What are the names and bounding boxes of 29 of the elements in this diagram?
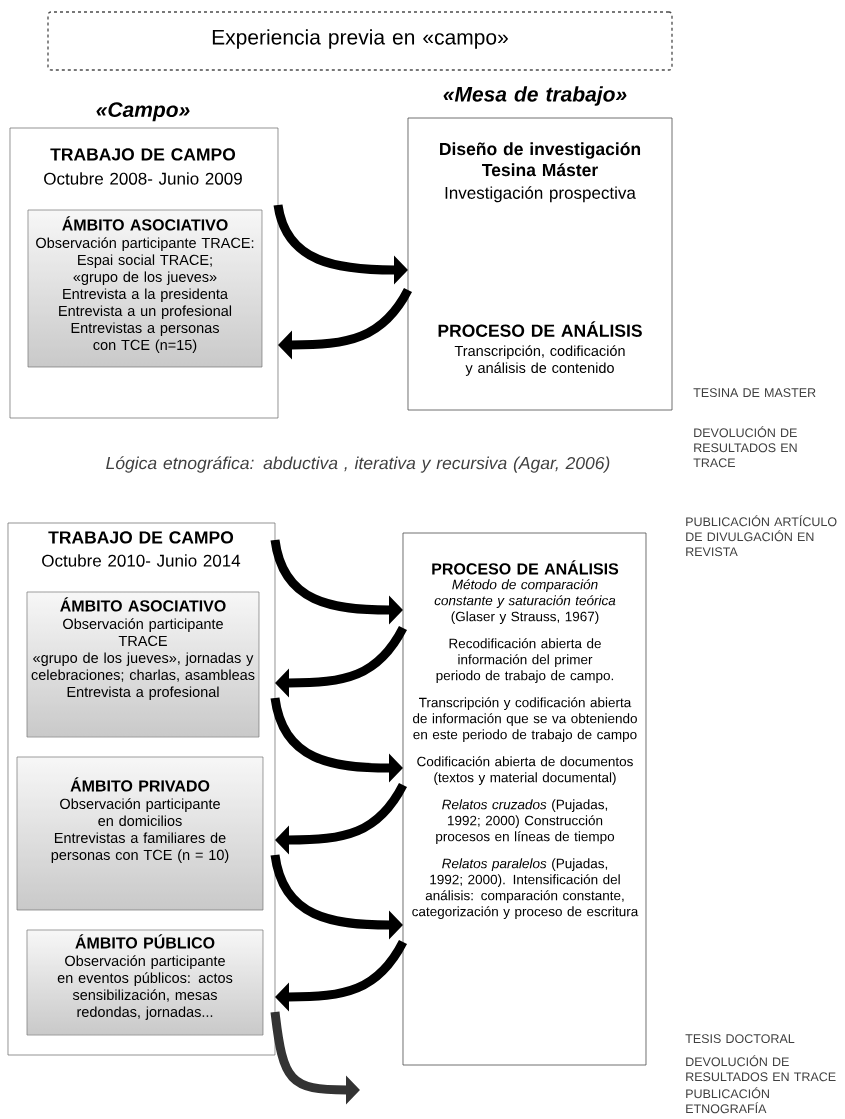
curved-arrow [278,287,412,360]
category-box: ÁMBITO ASOCIATIVO Observación participante TRACE: Espai social TRACE; «grupo de los jueves» Entrevista a la presidenta Entrevista a un profesional Entrevistas a personas con TCE (n=15) [27,209,263,368]
side-note: PUBLICACIÓN ARTÍCULO DE DIVULGACIÓN EN REVISTA [686,515,837,557]
date-text: Octubre 2010- Junio 2014 [42,554,241,567]
side-note: TESINA DE MASTER [693,388,816,398]
category-box: ÁMBITO ASOCIATIVO Observación participante TRACE «grupo de los jueves», jornadas y celebraciones; charlas, asambleas Entrevista a profesional [26,591,260,738]
node-label: Transcripción, codificación y análisis de contenido [454,345,625,376]
category-box: ÁMBITO PRIVADO Observación participante en domicilios Entrevistas a familiares de personas con TCE (n = 10) [16,756,264,911]
side-note: DEVOLUCIÓN DE RESULTADOS EN TRACE [686,1055,836,1082]
node-label: Tesina Máster [482,163,598,177]
text-box: Diseño de investigación Tesina Máster Investigación prospectiva PROCESO DE ANÁLISIS Transcripción, codificación y análisis de contenido [407,117,673,411]
node-label: Investigación prospectiva [445,186,636,203]
heading: TRABAJO DE CAMPO [48,531,234,544]
node-label: Diseño de investigación [440,142,641,159]
curved-arrow [275,625,407,698]
category-box: ÁMBITO PÚBLICO Observación participante en eventos públicos: actos sensibilización, mesas redondas, jornadas... [26,929,264,1036]
side-note: TESIS DOCTORAL [685,1034,795,1044]
date-text: Octubre 2008- Junio 2009 [44,172,242,185]
node-label: PROCESO DE ANÁLISIS [438,321,642,337]
heading: TRABAJO DE CAMPO [50,148,236,161]
curved-arrow [275,939,407,1012]
column-heading: «Mesa de trabajo» [443,86,627,106]
title-box: Experiencia previa en «campo» [47,11,673,71]
side-note: PUBLICACIÓN ETNOGRAFÍA [686,1087,769,1114]
column-heading: «Campo» [96,102,190,122]
text-box: PROCESO DE ANÁLISIS Método de comparación constante y saturación teórica (Glaser y Strauss, 1967) Recodificación abierta de información del primer periodo de trabajo de campo. Transcripción y codificación abierta de información que se va obteniendo en este periodo de trabajo de campo Codificación abierta de documentos (textos y material documental) Relatos cruzados (Pujadas, 1992; 2000) Construcción procesos en líneas de tiempo Relatos paralelos (Pujadas, 1992; 2000). Intensificación del análisis: comparación constante, categorización y proceso de escritura [402,532,647,1066]
side-note: DEVOLUCIÓN DE RESULTADOS EN TRACE [693,426,797,468]
curved-arrow [275,782,407,855]
caption-text: Lógica etnográfica: abductiva , iterativa y recursiva (Agar, 2006) [106,456,610,473]
